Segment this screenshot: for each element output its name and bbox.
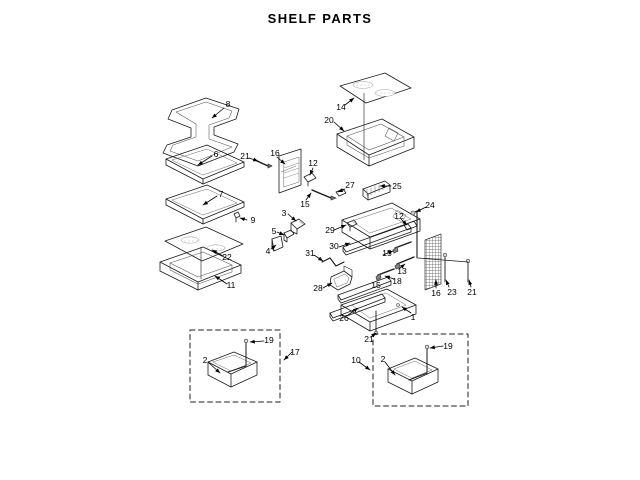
callout-14: 14 (336, 101, 346, 112)
bin-group-right (372, 333, 469, 407)
callout-16-a: 16 (270, 147, 280, 158)
part-21-fastener-c (373, 310, 379, 336)
part-18-screw (375, 268, 395, 281)
part-24-rod (410, 210, 418, 259)
callout-5: 5 (271, 225, 277, 236)
callout-19-a: 19 (264, 334, 274, 345)
part-8-frame (162, 97, 240, 167)
center-shelf-assembly (341, 202, 421, 250)
callout-12-a: 12 (308, 157, 318, 168)
part-16-mesh-grille (424, 233, 442, 291)
callout-15-b: 15 (382, 247, 392, 258)
part-15-screw-a (311, 189, 337, 201)
page-title: SHELF PARTS (267, 11, 373, 26)
bin-group-left (189, 329, 281, 403)
part-28-bracket (329, 265, 353, 291)
part-27-clip (335, 188, 347, 197)
callout-20: 20 (324, 114, 334, 125)
callout-25: 25 (392, 180, 402, 191)
part-9-clip (233, 211, 241, 223)
part-16-rack-upper (278, 148, 302, 194)
callout-19-b: 19 (443, 340, 453, 351)
part-30-rail (342, 223, 412, 256)
part-14-glass (339, 72, 412, 161)
callout-9: 9 (250, 214, 256, 225)
part-2-bin-left (207, 338, 258, 388)
callout-16-b: 16 (431, 287, 441, 298)
callout-17: 17 (290, 346, 300, 357)
callout-15-a: 15 (300, 198, 310, 209)
callout-2-a: 2 (202, 354, 208, 365)
part-20-shelf-frame (336, 118, 415, 167)
callout-22: 22 (222, 251, 232, 262)
callout-13: 13 (397, 265, 407, 276)
callout-28: 28 (313, 282, 323, 293)
part-3-clip (290, 218, 306, 235)
callout-4: 4 (265, 245, 271, 256)
part-5-clip (283, 229, 295, 243)
part-4-block (271, 235, 284, 252)
callout-6: 6 (213, 148, 219, 159)
part-11-frame (159, 246, 242, 291)
callout-12-b: 12 (394, 210, 404, 221)
part-26-rail (329, 293, 386, 322)
part-31-wire (321, 257, 345, 267)
callout-10: 10 (351, 354, 361, 365)
part-22-panel (164, 226, 244, 280)
callout-24: 24 (425, 199, 435, 210)
callout-21-c: 21 (364, 333, 374, 344)
part-15-rail-c (337, 276, 392, 304)
callout-27: 27 (345, 179, 355, 190)
callout-1: 1 (410, 311, 416, 322)
callout-31: 31 (305, 247, 315, 258)
callout-8: 8 (225, 98, 231, 109)
callout-26: 26 (339, 312, 349, 323)
callout-21-b: 21 (467, 286, 477, 297)
part-23-pin (442, 252, 448, 283)
part-12-bracket-b (403, 220, 418, 231)
callout-18: 18 (392, 275, 402, 286)
part-13-screw (394, 256, 415, 270)
part-6-shelf (165, 144, 245, 185)
part-15-screw-b (392, 241, 412, 254)
part-12-bracket-a (303, 172, 317, 187)
part-21-fastener-b (465, 258, 471, 283)
callout-7: 7 (218, 188, 224, 199)
part-25-rail (362, 180, 391, 201)
callout-15-c: 15 (371, 279, 381, 290)
callout-23: 23 (447, 286, 457, 297)
callout-2-b: 2 (380, 353, 386, 364)
callout-29: 29 (325, 224, 335, 235)
part-2-bin-right (387, 344, 439, 395)
part-7-shelf (165, 184, 245, 225)
callout-3: 3 (281, 207, 287, 218)
callout-11: 11 (226, 279, 236, 290)
callout-21-a: 21 (240, 150, 250, 161)
part-29-clip (346, 219, 358, 232)
callout-30: 30 (329, 240, 339, 251)
